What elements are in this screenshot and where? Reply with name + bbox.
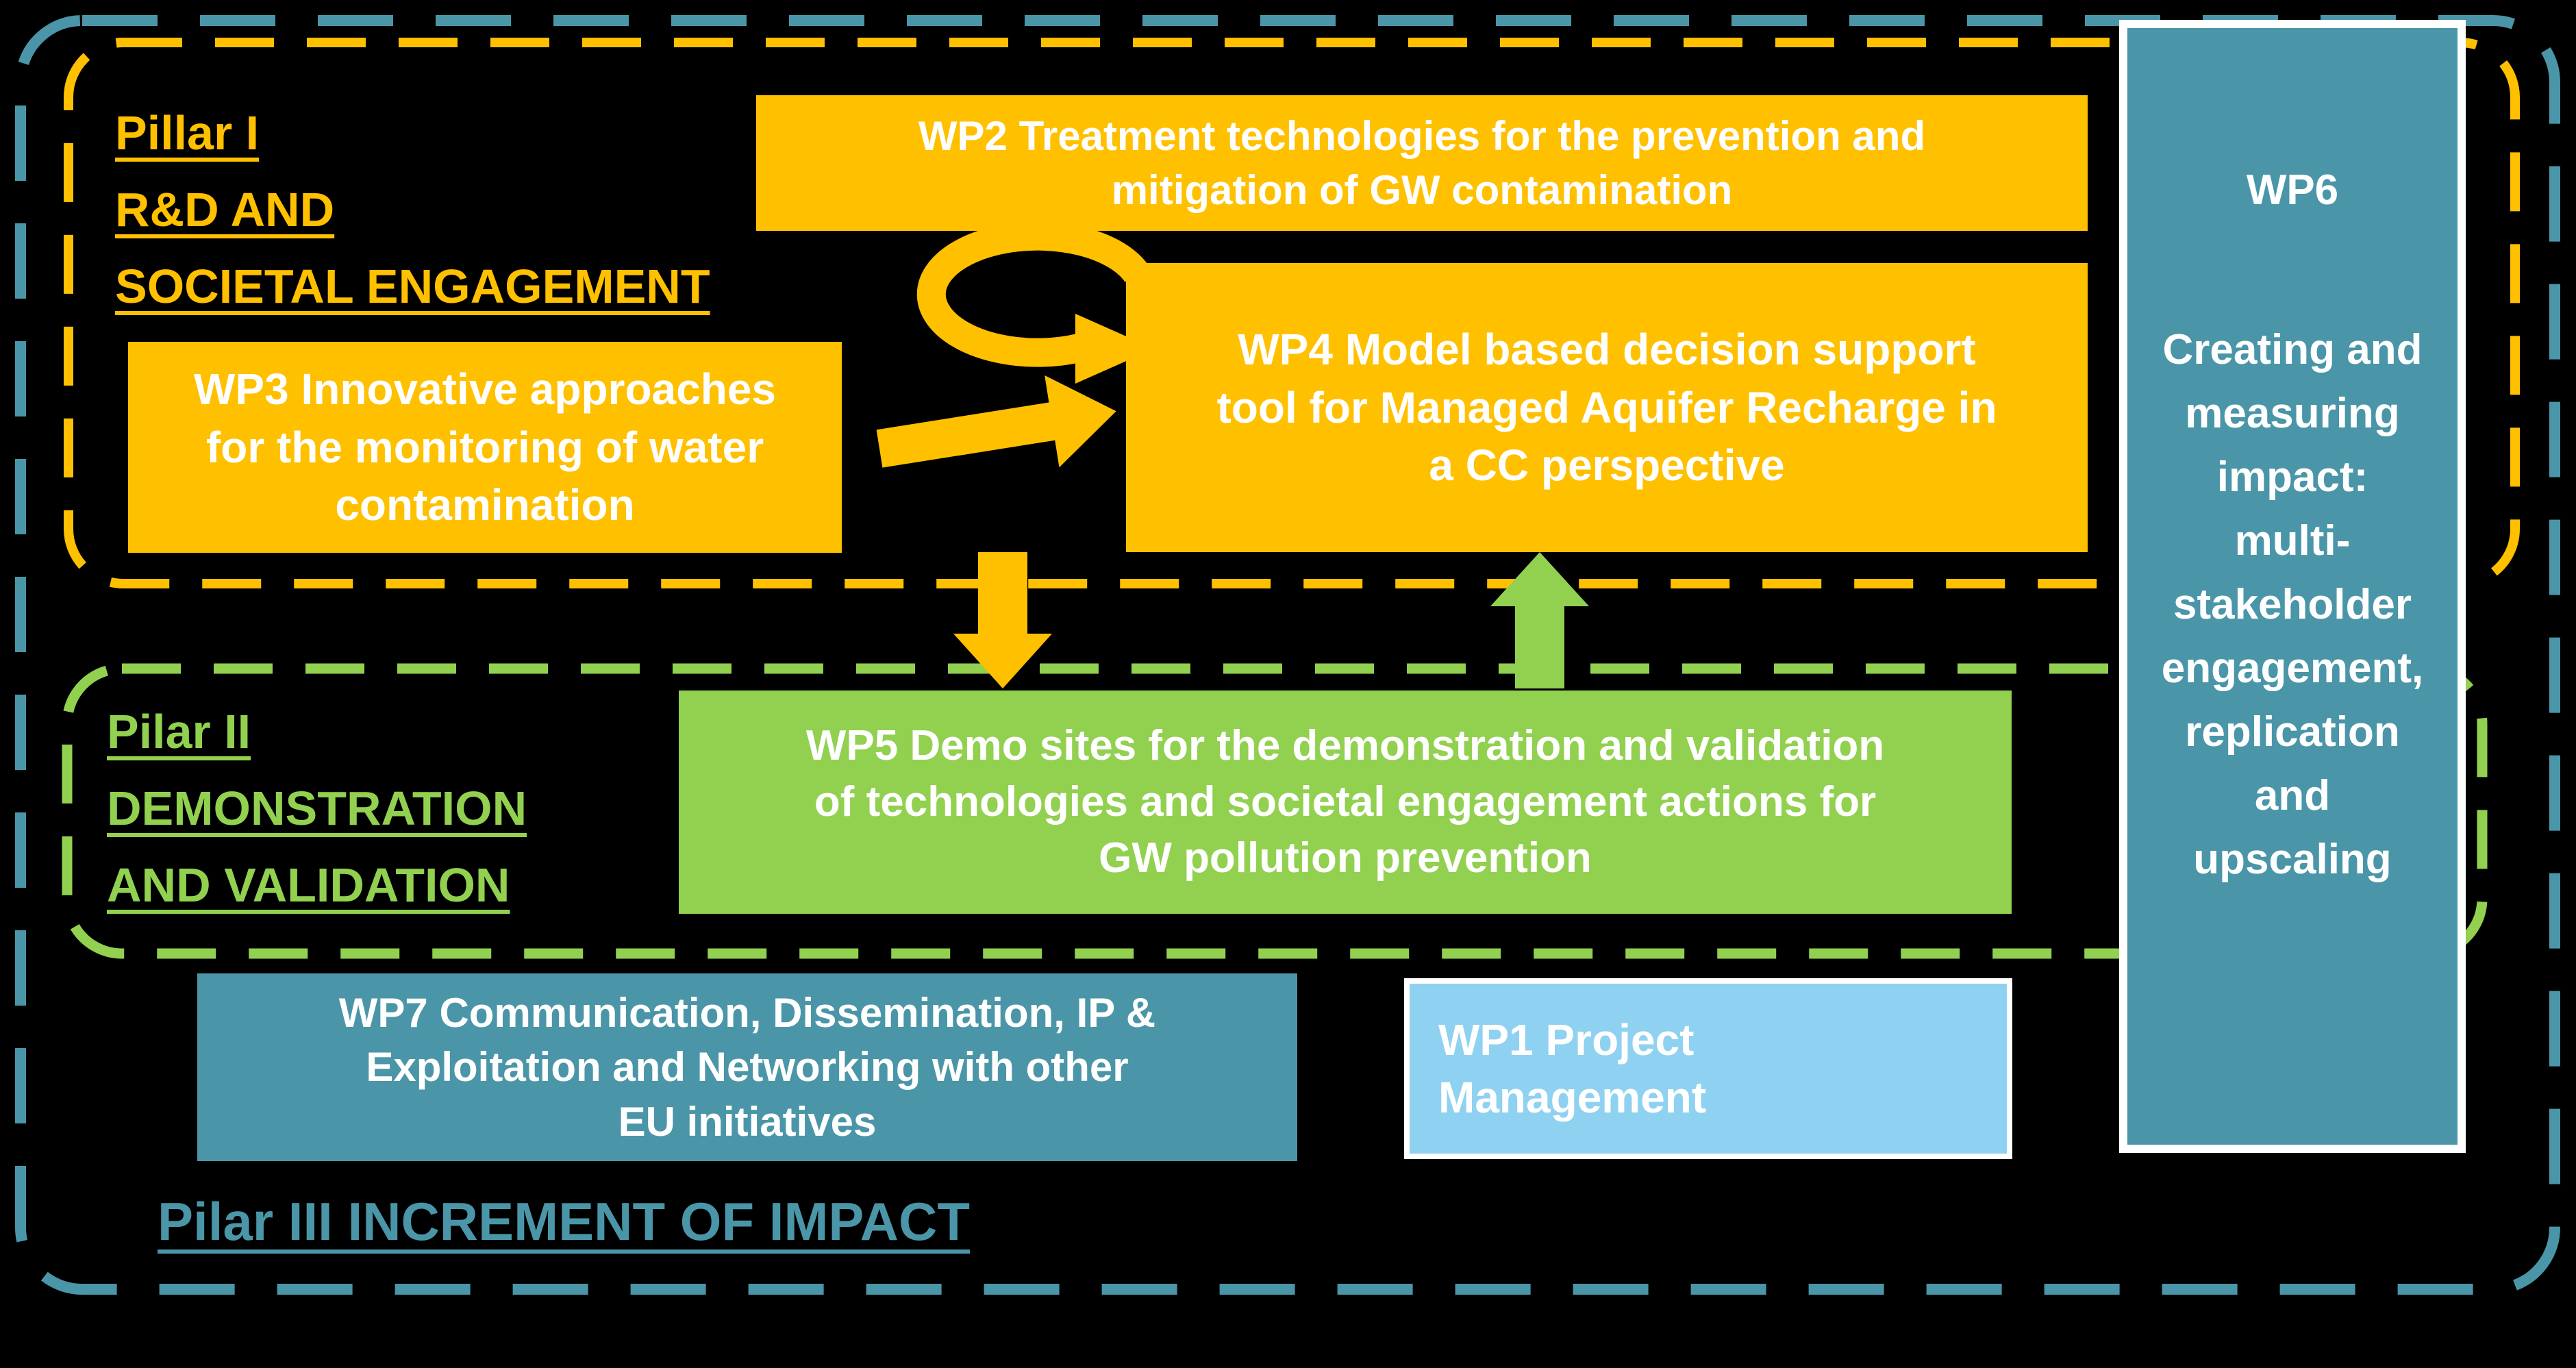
- cycle-arrow-icon: [916, 221, 1154, 384]
- wp2-box: WP2 Treatment technologies for the preve…: [756, 95, 2088, 231]
- wp5-box: WP5 Demo sites for the demonstration and…: [679, 691, 2012, 914]
- pillar1-label-line3: SOCIETAL ENGAGEMENT: [115, 260, 710, 313]
- pillar3-label: Pilar III INCREMENT OF IMPACT: [158, 1191, 970, 1252]
- wp6-body-text: Creating and measuring impact: multi- st…: [2161, 326, 2424, 883]
- pillar2-label-line1: Pilar II: [107, 705, 251, 758]
- wp4-box: WP4 Model based decision support tool fo…: [1126, 263, 2088, 552]
- wp6-title: WP6: [2246, 166, 2339, 214]
- pillar1-label: Pillar I R&D AND SOCIETAL ENGAGEMENT: [115, 95, 710, 325]
- pillar2-label-line3: AND VALIDATION: [107, 858, 510, 912]
- pillar1-to-wp5-arrow-icon: [953, 552, 1052, 688]
- wp3-box: WP3 Innovative approaches for the monito…: [128, 342, 842, 553]
- pillar1-label-line2: R&D AND: [115, 183, 335, 236]
- pillar2-label-line2: DEMONSTRATION: [107, 782, 527, 835]
- wp3-to-wp4-arrow-icon: [876, 375, 1116, 468]
- pillar2-label: Pilar II DEMONSTRATION AND VALIDATION: [107, 693, 527, 923]
- wp5-to-wp4-arrow-icon: [1490, 552, 1589, 688]
- wp1-box: WP1 Project Management: [1404, 978, 2012, 1159]
- wp6-box: WP6 Creating and measuring impact: multi…: [2119, 20, 2466, 1153]
- pillar1-label-line1: Pillar I: [115, 106, 260, 160]
- wp7-box: WP7 Communication, Dissemination, IP & E…: [197, 973, 1297, 1161]
